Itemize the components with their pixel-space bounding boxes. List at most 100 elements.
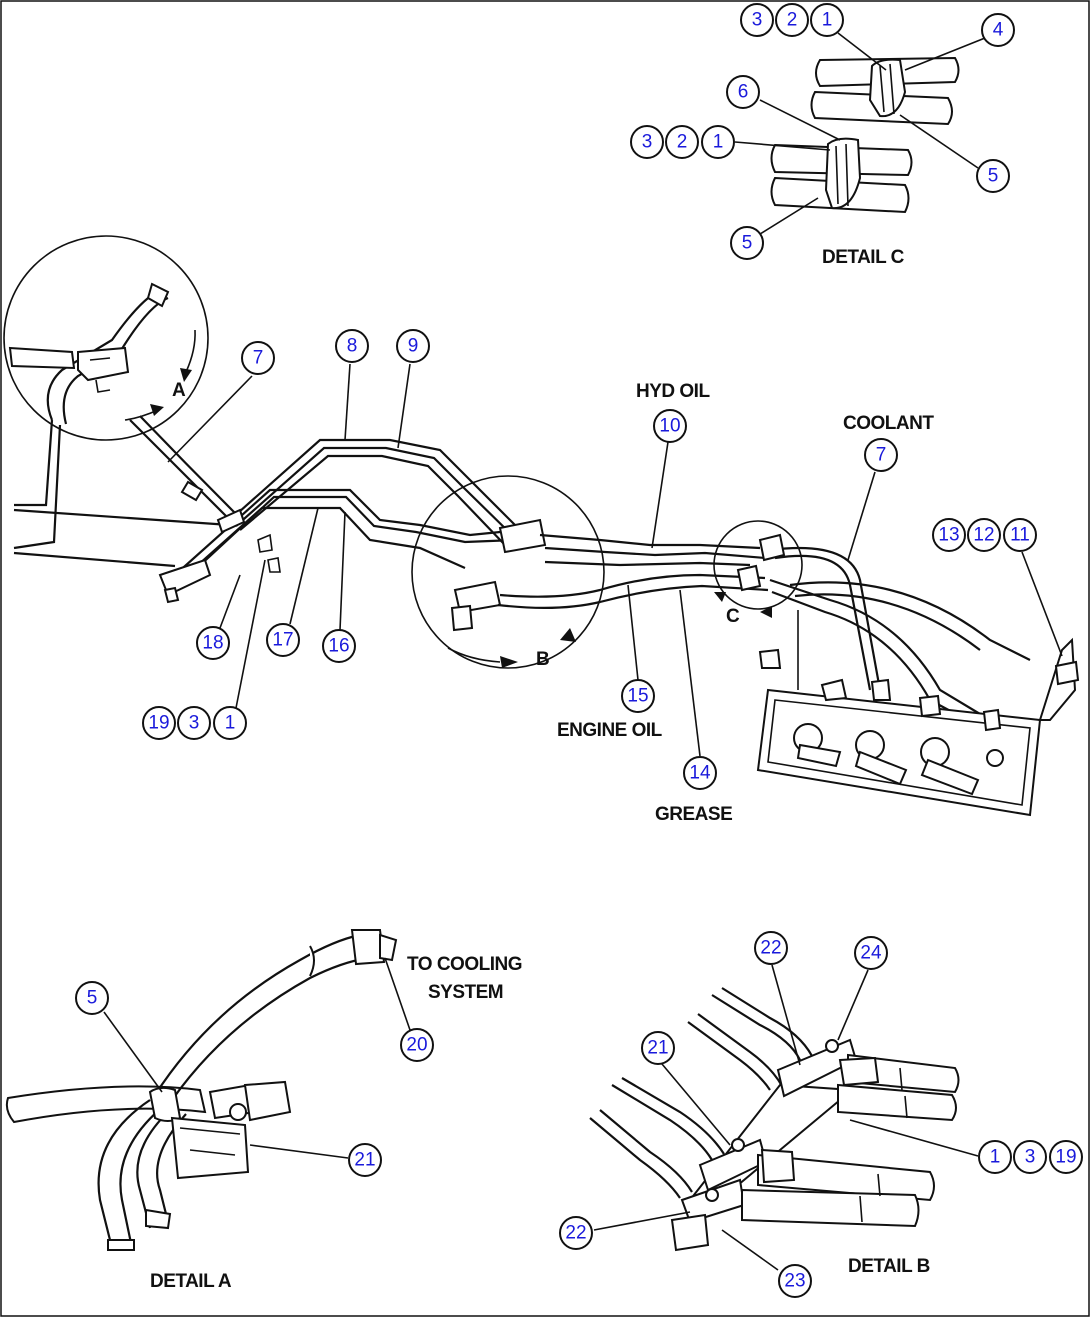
callout-3-b[interactable]: 3 — [630, 125, 664, 159]
callout-5-b[interactable]: 5 — [730, 226, 764, 260]
system-label: SYSTEM — [428, 982, 503, 1003]
detail-b-label: DETAIL B — [848, 1256, 930, 1277]
svg-text:20: 20 — [406, 1035, 427, 1056]
grease-label: GREASE — [655, 804, 732, 825]
callout-10[interactable]: 10 — [653, 409, 687, 443]
detail-a-label: DETAIL A — [150, 1271, 232, 1292]
callout-7-a[interactable]: 7 — [241, 341, 275, 375]
callout-21-b[interactable]: 21 — [348, 1143, 382, 1177]
svg-text:11: 11 — [1010, 525, 1030, 546]
svg-text:1: 1 — [225, 713, 236, 734]
svg-text:21: 21 — [354, 1150, 375, 1171]
callout-3-d[interactable]: 3 — [1013, 1140, 1047, 1174]
callout-8[interactable]: 8 — [335, 329, 369, 363]
main-tube-bundle — [13, 415, 1031, 729]
svg-text:6: 6 — [738, 82, 749, 103]
svg-text:1: 1 — [822, 10, 833, 31]
callout-20[interactable]: 20 — [400, 1028, 434, 1062]
callout-15[interactable]: 15 — [621, 679, 655, 713]
detail-a-circle — [3, 235, 209, 441]
svg-text:24: 24 — [860, 943, 882, 964]
coolant-label: COOLANT — [843, 413, 934, 434]
detail-a-leaders — [103, 957, 411, 1159]
svg-text:5: 5 — [742, 233, 753, 254]
callout-7-b[interactable]: 7 — [864, 438, 898, 472]
view-b-arrow — [447, 647, 501, 663]
svg-text:5: 5 — [87, 988, 98, 1009]
svg-text:12: 12 — [973, 525, 994, 546]
svg-text:16: 16 — [328, 636, 349, 657]
callout-4[interactable]: 4 — [981, 13, 1015, 47]
svg-text:5: 5 — [988, 166, 999, 187]
svg-text:3: 3 — [189, 713, 200, 734]
callout-16[interactable]: 16 — [322, 629, 356, 663]
callout-5-a[interactable]: 5 — [976, 159, 1010, 193]
callout-19-a[interactable]: 19 — [142, 706, 176, 740]
svg-text:8: 8 — [347, 336, 358, 357]
callout-1-b[interactable]: 1 — [701, 125, 735, 159]
view-b-marker: B — [536, 649, 549, 670]
callout-21-a[interactable]: 21 — [641, 1031, 675, 1065]
svg-text:22: 22 — [760, 938, 781, 959]
callout-3-a[interactable]: 3 — [740, 3, 774, 37]
callout-23[interactable]: 23 — [778, 1264, 812, 1298]
svg-text:3: 3 — [752, 10, 763, 31]
callout-13[interactable]: 13 — [932, 518, 966, 552]
detail-b-drawing — [589, 987, 960, 1252]
detail-c-label: DETAIL C — [822, 247, 905, 268]
detail-c-drawing — [770, 56, 960, 214]
callout-18[interactable]: 18 — [196, 626, 230, 660]
detail-c-leaders — [734, 32, 986, 235]
callout-14[interactable]: 14 — [683, 756, 717, 790]
callout-1-d[interactable]: 1 — [978, 1140, 1012, 1174]
detail-a-drawing — [5, 929, 398, 1251]
svg-text:19: 19 — [1055, 1147, 1076, 1168]
svg-text:14: 14 — [689, 763, 711, 784]
engine-oil-label: ENGINE OIL — [557, 720, 663, 741]
svg-text:19: 19 — [148, 713, 169, 734]
callout-24[interactable]: 24 — [854, 936, 888, 970]
callout-2-a[interactable]: 2 — [775, 3, 809, 37]
svg-text:21: 21 — [647, 1038, 668, 1059]
svg-text:9: 9 — [408, 336, 419, 357]
hyd-oil-label: HYD OIL — [636, 381, 710, 402]
callout-17[interactable]: 17 — [266, 623, 300, 657]
svg-text:1: 1 — [713, 132, 724, 153]
callout-19-b[interactable]: 19 — [1049, 1140, 1083, 1174]
svg-text:4: 4 — [993, 20, 1004, 41]
detail-b-circle — [411, 475, 605, 669]
svg-text:2: 2 — [787, 10, 798, 31]
detail-b-leaders — [593, 964, 979, 1271]
callout-1-c[interactable]: 1 — [213, 706, 247, 740]
callout-2-b[interactable]: 2 — [665, 125, 699, 159]
svg-text:10: 10 — [659, 416, 680, 437]
svg-text:15: 15 — [627, 686, 648, 707]
callout-22-b[interactable]: 22 — [559, 1216, 593, 1250]
svg-text:22: 22 — [565, 1223, 586, 1244]
svg-text:13: 13 — [938, 525, 959, 546]
view-c-marker: C — [726, 606, 740, 627]
view-a-marker: A — [172, 380, 186, 401]
svg-text:7: 7 — [876, 445, 887, 466]
callout-9[interactable]: 9 — [396, 329, 430, 363]
svg-text:18: 18 — [202, 633, 223, 654]
svg-text:17: 17 — [272, 630, 293, 651]
svg-text:23: 23 — [784, 1271, 805, 1292]
connection-panel — [756, 610, 1080, 817]
callout-11[interactable]: 11 — [1003, 518, 1037, 552]
callout-1-a[interactable]: 1 — [810, 3, 844, 37]
callout-22-a[interactable]: 22 — [754, 931, 788, 965]
svg-text:3: 3 — [1025, 1147, 1036, 1168]
callout-12[interactable]: 12 — [967, 518, 1001, 552]
callout-6[interactable]: 6 — [726, 75, 760, 109]
to-cooling-label: TO COOLING — [407, 954, 522, 975]
svg-text:3: 3 — [642, 132, 653, 153]
callout-3-c[interactable]: 3 — [177, 706, 211, 740]
callout-5-c[interactable]: 5 — [75, 981, 109, 1015]
svg-text:7: 7 — [253, 348, 264, 369]
svg-text:2: 2 — [677, 132, 688, 153]
svg-text:1: 1 — [990, 1147, 1001, 1168]
detail-c-circle — [713, 520, 803, 610]
